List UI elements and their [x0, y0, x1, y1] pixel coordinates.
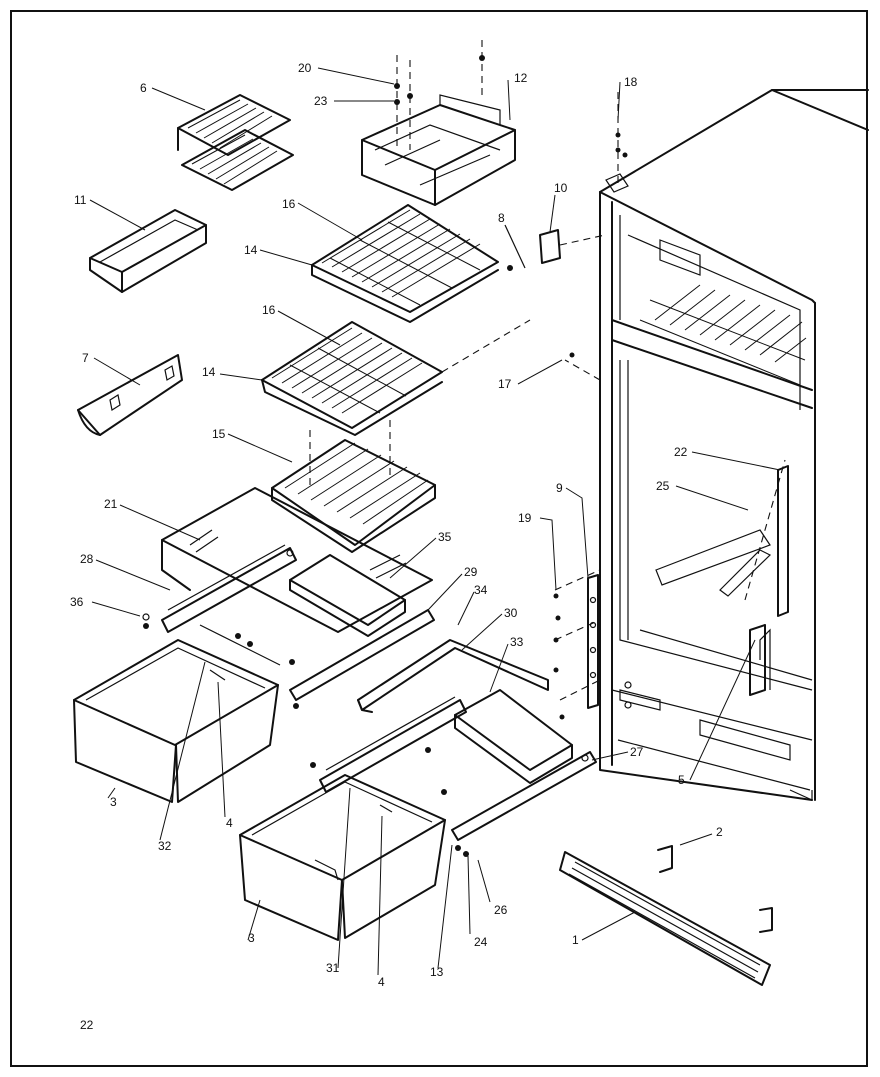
callout-29: 29	[464, 565, 478, 579]
callout-27: 27	[630, 745, 644, 759]
callout-31: 31	[326, 961, 340, 975]
callout-21: 21	[104, 497, 118, 511]
upper-freezer-shelf	[311, 204, 499, 323]
upper-slide-rail	[142, 544, 297, 633]
light-assembly	[504, 224, 606, 271]
callout-4-upper: 4	[226, 816, 233, 830]
callout-20: 20	[298, 61, 312, 75]
refrigerator-cabinet	[599, 89, 869, 801]
callout-15: 15	[212, 427, 226, 441]
callout-11: 11	[74, 193, 87, 207]
callout-10: 10	[554, 181, 568, 195]
door-bin	[77, 354, 183, 436]
page-number: 22	[80, 1018, 94, 1032]
callout-32: 32	[158, 839, 172, 853]
callout-9: 9	[556, 481, 563, 495]
crisper-cover	[161, 487, 433, 633]
callout-4-lower: 4	[378, 975, 385, 989]
callout-30: 30	[504, 606, 518, 620]
vertical-brackets	[554, 359, 789, 709]
bottom-right-rail	[451, 751, 597, 841]
right-slide-rail	[289, 609, 435, 701]
callout-6: 6	[140, 81, 147, 95]
lower-frame-rail	[357, 639, 549, 713]
callout-19: 19	[518, 511, 532, 525]
callout-16-middle: 16	[262, 303, 276, 317]
callout-2: 2	[716, 825, 723, 839]
upper-crisper-drawer	[73, 624, 281, 803]
callout-23: 23	[314, 94, 328, 108]
callout-14-upper: 14	[244, 243, 258, 257]
callout-28: 28	[80, 552, 94, 566]
callout-26: 26	[494, 903, 508, 917]
callout-3-lower: 3	[248, 931, 255, 945]
callout-25: 25	[656, 479, 670, 493]
lower-crisper-drawer	[239, 774, 446, 941]
callout-1: 1	[572, 933, 579, 947]
crisper-track	[289, 554, 406, 637]
diagram-border	[10, 10, 868, 1067]
callout-18: 18	[624, 75, 638, 89]
callout-17: 17	[498, 377, 512, 391]
callout-35: 35	[438, 530, 452, 544]
lower-crisper-track	[454, 689, 573, 784]
callout-14-middle: 14	[202, 365, 216, 379]
hardware-screws	[143, 40, 628, 857]
callout-3-upper: 3	[110, 795, 117, 809]
wire-shelf	[271, 420, 436, 553]
callout-7: 7	[82, 351, 89, 365]
callout-33: 33	[510, 635, 524, 649]
callout-36: 36	[70, 595, 84, 609]
callout-34: 34	[474, 583, 488, 597]
callout-24: 24	[474, 935, 488, 949]
callout-8: 8	[498, 211, 505, 225]
freezer-door-tray	[89, 209, 207, 293]
ice-bin	[361, 94, 516, 206]
callout-12: 12	[514, 71, 528, 85]
callout-5: 5	[678, 773, 685, 787]
callout-13: 13	[430, 965, 444, 979]
callouts: 1 2 3 3 4 4 5 6 7 8	[70, 61, 781, 989]
callout-22: 22	[674, 445, 688, 459]
toe-grille	[559, 845, 773, 986]
middle-shelf	[261, 319, 531, 436]
ice-trays	[177, 94, 294, 191]
callout-16-upper: 16	[282, 197, 296, 211]
